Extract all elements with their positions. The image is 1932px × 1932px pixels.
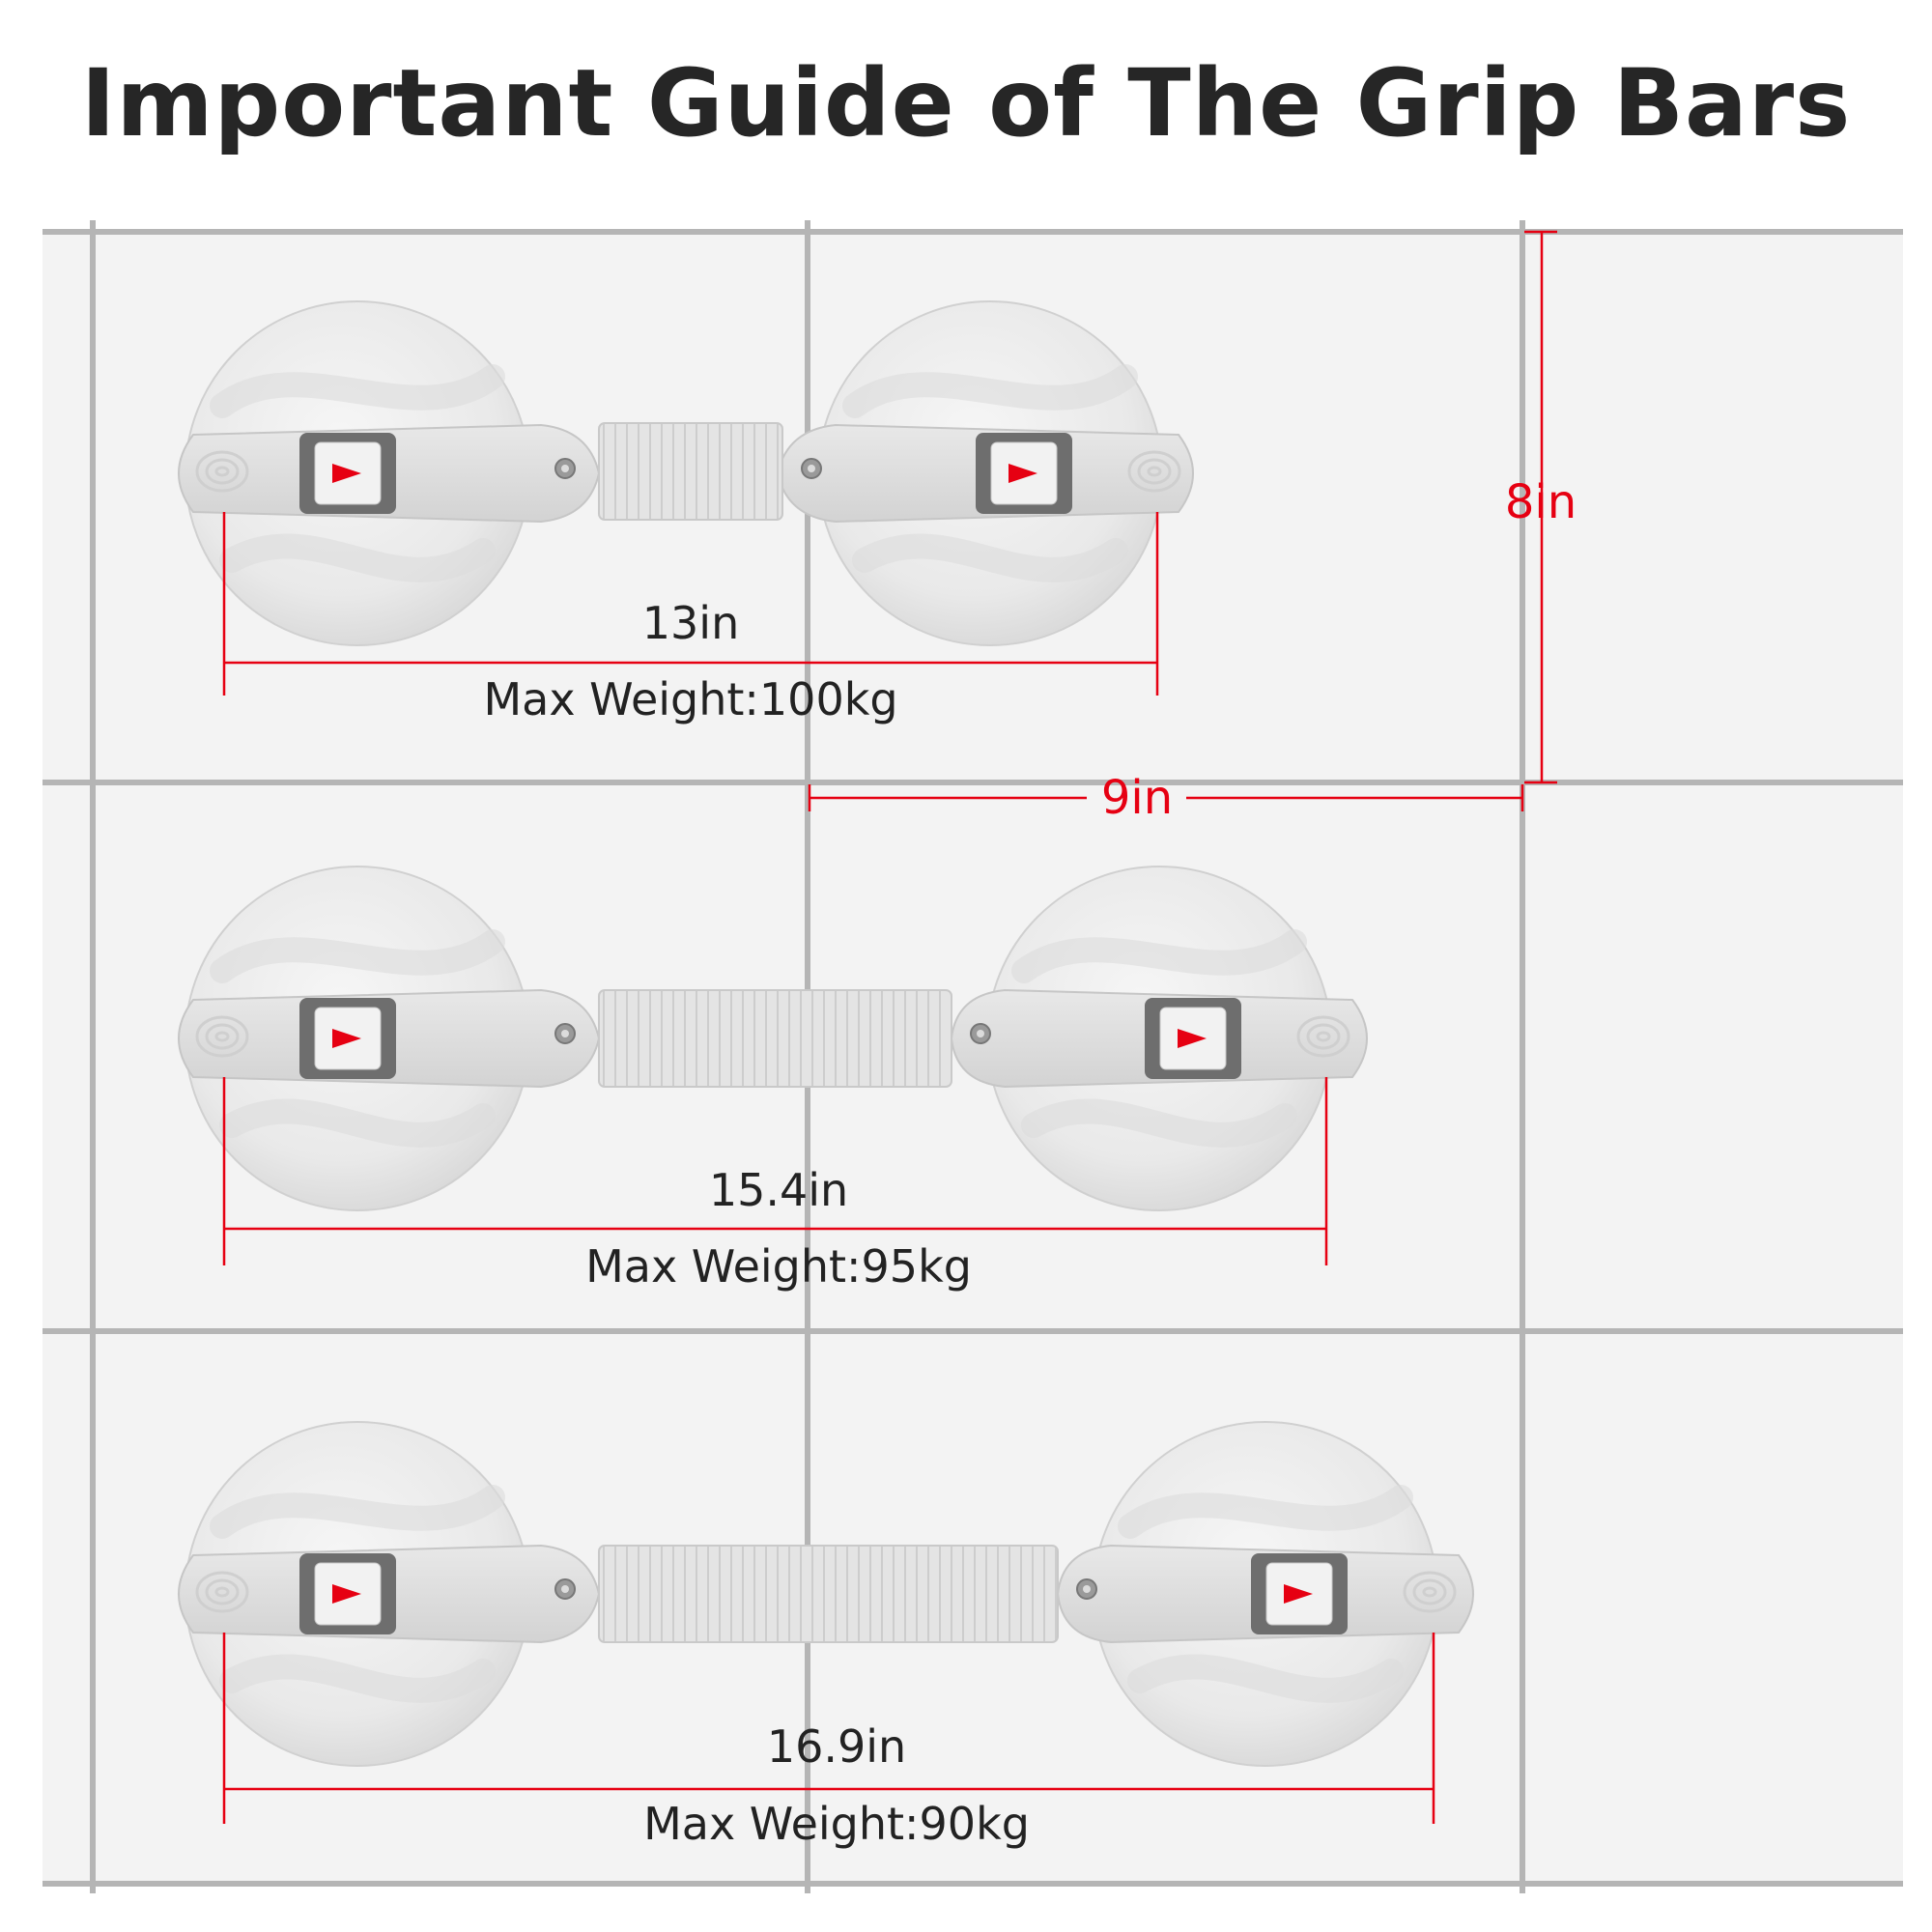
warning-triangle-icon xyxy=(298,1552,397,1635)
tile-width-label: 9in xyxy=(1100,771,1174,825)
bar-3-weight-label: Max Weight:90kg xyxy=(643,1798,1030,1850)
grip-bar-1 xyxy=(179,301,1194,645)
warning-triangle-icon xyxy=(1144,997,1242,1080)
screw-icon xyxy=(554,458,576,479)
dimension-lines xyxy=(222,230,1557,1824)
warning-triangle-icon xyxy=(298,997,397,1080)
warning-triangle-icon xyxy=(975,432,1073,515)
grip-handle xyxy=(598,1545,1059,1643)
bar-2-weight-label: Max Weight:95kg xyxy=(585,1240,972,1293)
grip-bar-3 xyxy=(179,1422,1474,1766)
screw-icon xyxy=(801,458,822,479)
tile-height-label: 8in xyxy=(1504,475,1577,529)
bar-1-weight-label: Max Weight:100kg xyxy=(483,673,898,725)
bar-2-length-label: 15.4in xyxy=(708,1164,849,1216)
screw-icon xyxy=(1076,1578,1097,1600)
screw-icon xyxy=(970,1023,991,1044)
page-title: Important Guide of The Grip Bars xyxy=(80,50,1852,156)
warning-triangle-icon xyxy=(298,432,397,515)
bar-3-length-label: 16.9in xyxy=(766,1720,907,1773)
bar-1-length-label: 13in xyxy=(641,597,740,649)
grip-bar-2 xyxy=(179,867,1368,1210)
screw-icon xyxy=(554,1023,576,1044)
warning-triangle-icon xyxy=(1250,1552,1349,1635)
grip-handle xyxy=(598,422,783,521)
grip-handle xyxy=(598,989,952,1088)
screw-icon xyxy=(554,1578,576,1600)
